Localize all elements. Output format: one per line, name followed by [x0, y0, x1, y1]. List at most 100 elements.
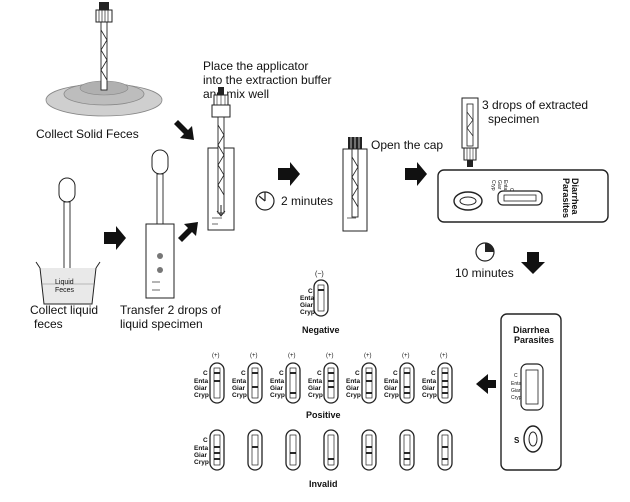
- positive-strip-3: [285, 362, 301, 404]
- transfer-tube-illustration: [145, 149, 175, 299]
- svg-text:Enta: Enta: [422, 378, 436, 385]
- collect-solid-label: Collect Solid Feces: [36, 127, 139, 141]
- svg-text:Enta: Enta: [232, 378, 246, 385]
- positive-strip-4: [323, 362, 339, 404]
- invalid-strip-5: [361, 429, 377, 471]
- svg-text:Enta: Enta: [308, 378, 322, 385]
- invalid-strip-1: [209, 429, 225, 471]
- cassette-v-title-line1: Diarrhea: [513, 325, 551, 335]
- cassette-v-label-giar: Giar: [511, 388, 521, 394]
- three-drops-label-line1: 3 drops of extracted: [482, 98, 588, 112]
- inverted-tube-dropping: [461, 97, 479, 182]
- cassette-h-label-enta: Enta: [502, 180, 508, 191]
- negative-label-giar: Giar: [300, 302, 313, 309]
- collect-liquid-label-line2: feces: [34, 317, 63, 331]
- svg-text:C: C: [317, 370, 322, 377]
- positive-result-label: Positive: [306, 410, 341, 420]
- invalid-result-label: Invalid: [309, 479, 338, 489]
- solid-feces-illustration: [45, 2, 163, 117]
- svg-text:Enta: Enta: [194, 445, 208, 452]
- ten-minutes-label: 10 minutes: [455, 266, 514, 280]
- cassette-h-label-cryp: Cryp: [490, 180, 496, 191]
- negative-result-label: Negative: [302, 325, 340, 335]
- svg-text:Cryp: Cryp: [232, 392, 247, 399]
- invalid-strip-3: [285, 429, 301, 471]
- test-cassette-vertical: [500, 313, 562, 471]
- transfer-label-line2: liquid specimen: [120, 317, 203, 331]
- arrow-left-icon: [476, 374, 496, 394]
- cassette-h-label-c: C: [508, 188, 514, 192]
- positive-sign-5: (+): [364, 353, 372, 359]
- negative-strip: [313, 279, 329, 317]
- arrow-right-icon: [278, 162, 300, 186]
- invalid-strip-4: [323, 429, 339, 471]
- svg-text:Giar: Giar: [194, 452, 207, 459]
- svg-text:Cryp: Cryp: [194, 459, 209, 466]
- svg-text:C: C: [203, 370, 208, 377]
- svg-text:C: C: [241, 370, 246, 377]
- svg-text:Cryp: Cryp: [346, 392, 361, 399]
- cassette-v-label-enta: Enta: [511, 381, 522, 387]
- open-cap-label: Open the cap: [371, 138, 443, 152]
- test-cassette-horizontal: [437, 169, 609, 223]
- svg-text:Giar: Giar: [346, 385, 359, 392]
- invalid-strip-7: [437, 429, 453, 471]
- svg-text:Giar: Giar: [232, 385, 245, 392]
- arrow-down-right-icon: [174, 120, 194, 140]
- svg-text:Cryp: Cryp: [270, 392, 285, 399]
- svg-text:Giar: Giar: [270, 385, 283, 392]
- svg-text:Cryp: Cryp: [384, 392, 399, 399]
- invalid-strip-2: [247, 429, 263, 471]
- liquid-feces-illustration: [35, 177, 101, 305]
- positive-strip-2: [247, 362, 263, 404]
- arrow-up-right-icon: [178, 222, 198, 242]
- svg-text:Cryp: Cryp: [308, 392, 323, 399]
- cassette-h-label-giar: Giar: [496, 180, 502, 190]
- timer-10-minutes-icon: [475, 242, 495, 262]
- place-label-line3: and mix well: [203, 87, 269, 101]
- svg-text:Enta: Enta: [270, 378, 284, 385]
- three-drops-label-line2: specimen: [488, 112, 539, 126]
- svg-text:Enta: Enta: [346, 378, 360, 385]
- positive-sign-3: (+): [288, 353, 296, 359]
- svg-text:C: C: [393, 370, 398, 377]
- negative-label-cryp: Cryp: [300, 309, 315, 316]
- positive-strip-labels: C Enta Giar Cryp C Enta Giar Cryp C Enta…: [194, 370, 437, 399]
- svg-text:Cryp: Cryp: [422, 392, 437, 399]
- svg-text:Giar: Giar: [384, 385, 397, 392]
- timer-2-minutes-icon: [255, 191, 275, 211]
- svg-text:C: C: [355, 370, 360, 377]
- transfer-label-line1: Transfer 2 drops of: [120, 303, 222, 317]
- svg-text:C: C: [203, 437, 208, 444]
- positive-strip-1: [209, 362, 225, 404]
- positive-strip-6: [399, 362, 415, 404]
- svg-text:Giar: Giar: [422, 385, 435, 392]
- opened-extraction-tube: [342, 137, 368, 232]
- svg-text:C: C: [279, 370, 284, 377]
- arrow-right-icon: [405, 162, 427, 186]
- cassette-v-sample-label: S: [514, 436, 520, 445]
- svg-text:Enta: Enta: [194, 378, 208, 385]
- positive-sign-2: (+): [250, 353, 258, 359]
- negative-label-c: C: [308, 288, 313, 295]
- invalid-strip-labels: C Enta Giar Cryp: [194, 437, 209, 466]
- svg-text:C: C: [431, 370, 436, 377]
- place-label-line2: into the extraction buffer: [203, 73, 332, 87]
- invalid-strip-6: [399, 429, 415, 471]
- liquid-feces-tag-line2: Feces: [55, 287, 75, 294]
- arrow-down-icon: [521, 252, 545, 274]
- extraction-tube-with-applicator: [207, 87, 235, 231]
- positive-sign-4: (+): [326, 353, 334, 359]
- place-label-line1: Place the applicator: [203, 59, 308, 73]
- cassette-v-label-c: C: [514, 373, 518, 379]
- negative-sign: (−): [315, 271, 324, 278]
- svg-text:Enta: Enta: [384, 378, 398, 385]
- liquid-feces-tag-line1: Liquid: [55, 279, 74, 286]
- cassette-h-title-line1: Diarrhea: [570, 178, 580, 216]
- svg-text:Giar: Giar: [194, 385, 207, 392]
- positive-strip-5: [361, 362, 377, 404]
- collect-liquid-label-line1: Collect liquid: [30, 303, 98, 317]
- positive-strip-7: [437, 362, 453, 404]
